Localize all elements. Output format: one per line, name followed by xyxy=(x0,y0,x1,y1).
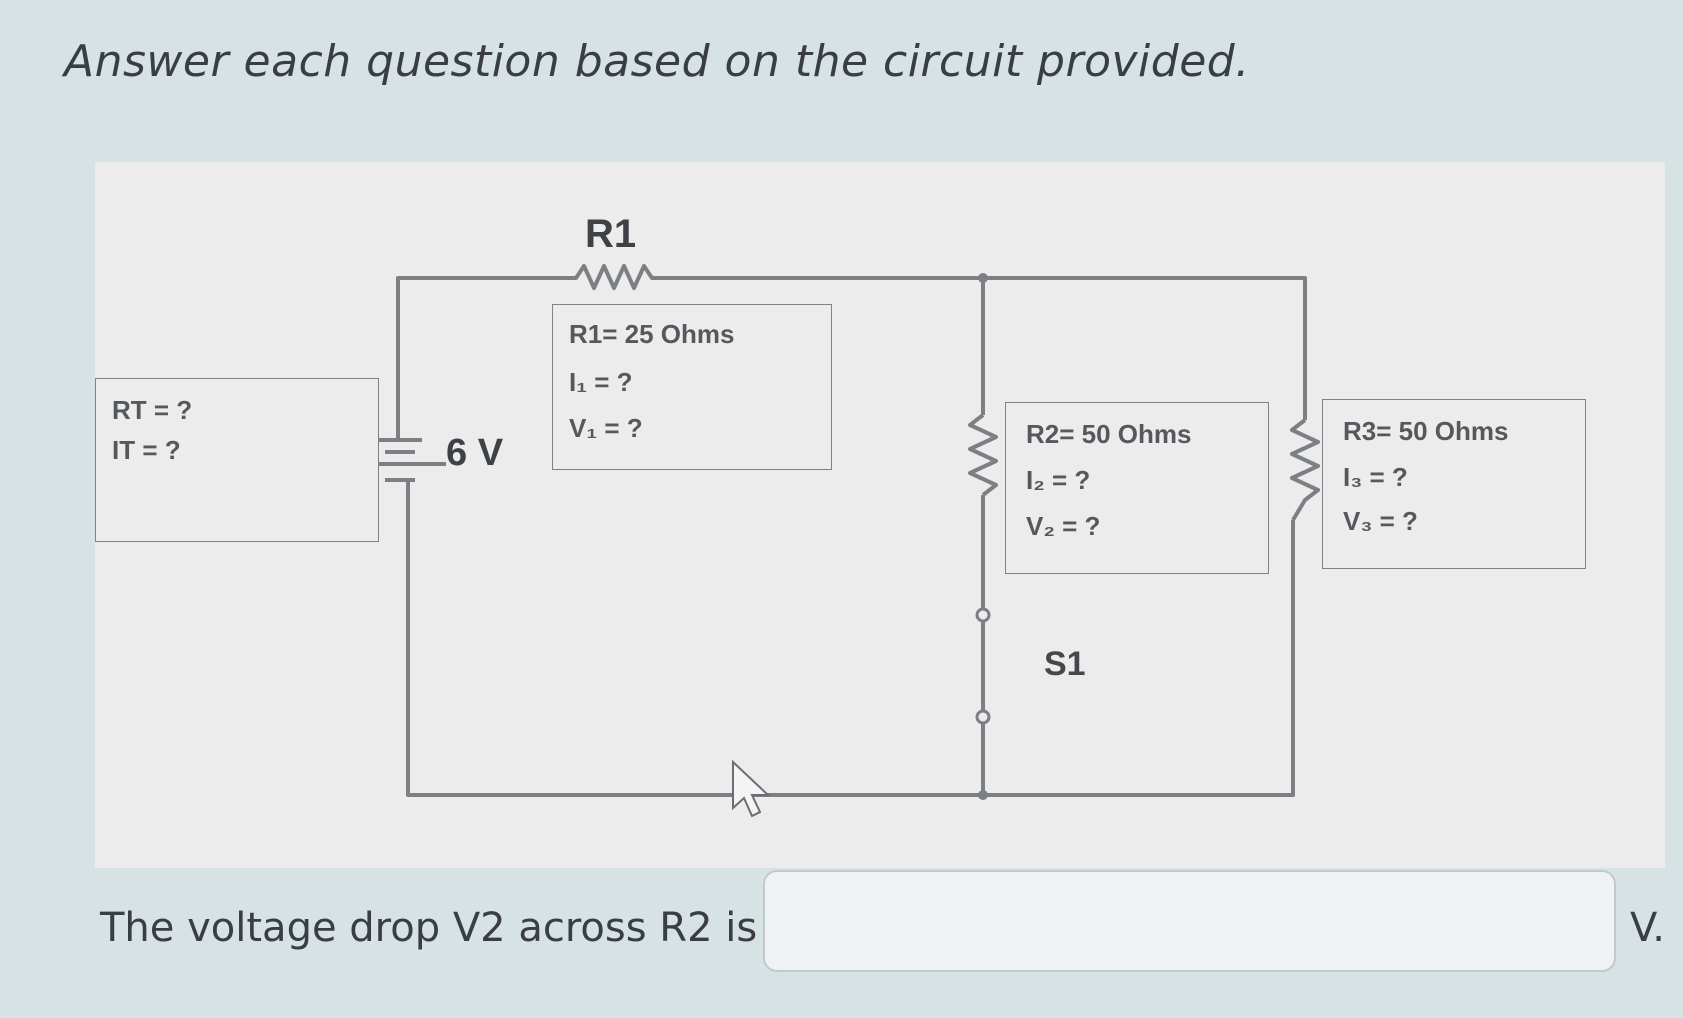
v2-text: V₂ = ? xyxy=(1026,511,1101,541)
switch-terminal-bottom xyxy=(975,709,991,725)
r1-value-text: R1= 25 Ohms xyxy=(569,319,735,349)
r3-resistor xyxy=(1290,418,1320,522)
r2-value-text: R2= 50 Ohms xyxy=(1026,419,1192,449)
total-resistance-text: RT = ? xyxy=(112,395,193,425)
r1-resistor xyxy=(560,264,668,290)
wire-top-right xyxy=(668,276,1307,420)
wire-left-lower xyxy=(406,480,983,797)
v3-text: V₃ = ? xyxy=(1343,506,1418,536)
r2-values-box: R2= 50 Ohms I₂ = ? V₂ = ? xyxy=(1005,402,1269,574)
answer-input[interactable] xyxy=(763,870,1616,972)
total-values-box: RT = ? IT = ? xyxy=(95,378,379,542)
r3-value-text: R3= 50 Ohms xyxy=(1343,416,1509,446)
mouse-cursor-icon xyxy=(732,759,771,818)
i2-text: I₂ = ? xyxy=(1026,465,1091,495)
junction-bottom xyxy=(978,790,988,800)
wire-bottom xyxy=(983,520,1295,797)
switch-label: S1 xyxy=(1044,645,1086,683)
total-current-text: IT = ? xyxy=(112,435,181,465)
unit-label: V. xyxy=(1630,905,1665,951)
r1-label: R1 xyxy=(585,212,637,256)
page-title: Answer each question based on the circui… xyxy=(64,36,1250,87)
r3-values-box: R3= 50 Ohms I₃ = ? V₃ = ? xyxy=(1322,399,1586,569)
v1-text: V₁ = ? xyxy=(569,413,643,443)
battery-voltage-label: 6 V xyxy=(446,432,504,474)
i3-text: I₃ = ? xyxy=(1343,462,1408,492)
r2-resistor xyxy=(968,413,998,497)
i1-text: I₁ = ? xyxy=(569,367,633,397)
wire-top-left xyxy=(396,276,560,438)
question-text: The voltage drop V2 across R2 is xyxy=(100,905,758,951)
switch-terminal-top xyxy=(975,607,991,623)
r1-values-box: R1= 25 Ohms I₁ = ? V₁ = ? xyxy=(552,304,832,470)
junction-top xyxy=(978,273,988,283)
